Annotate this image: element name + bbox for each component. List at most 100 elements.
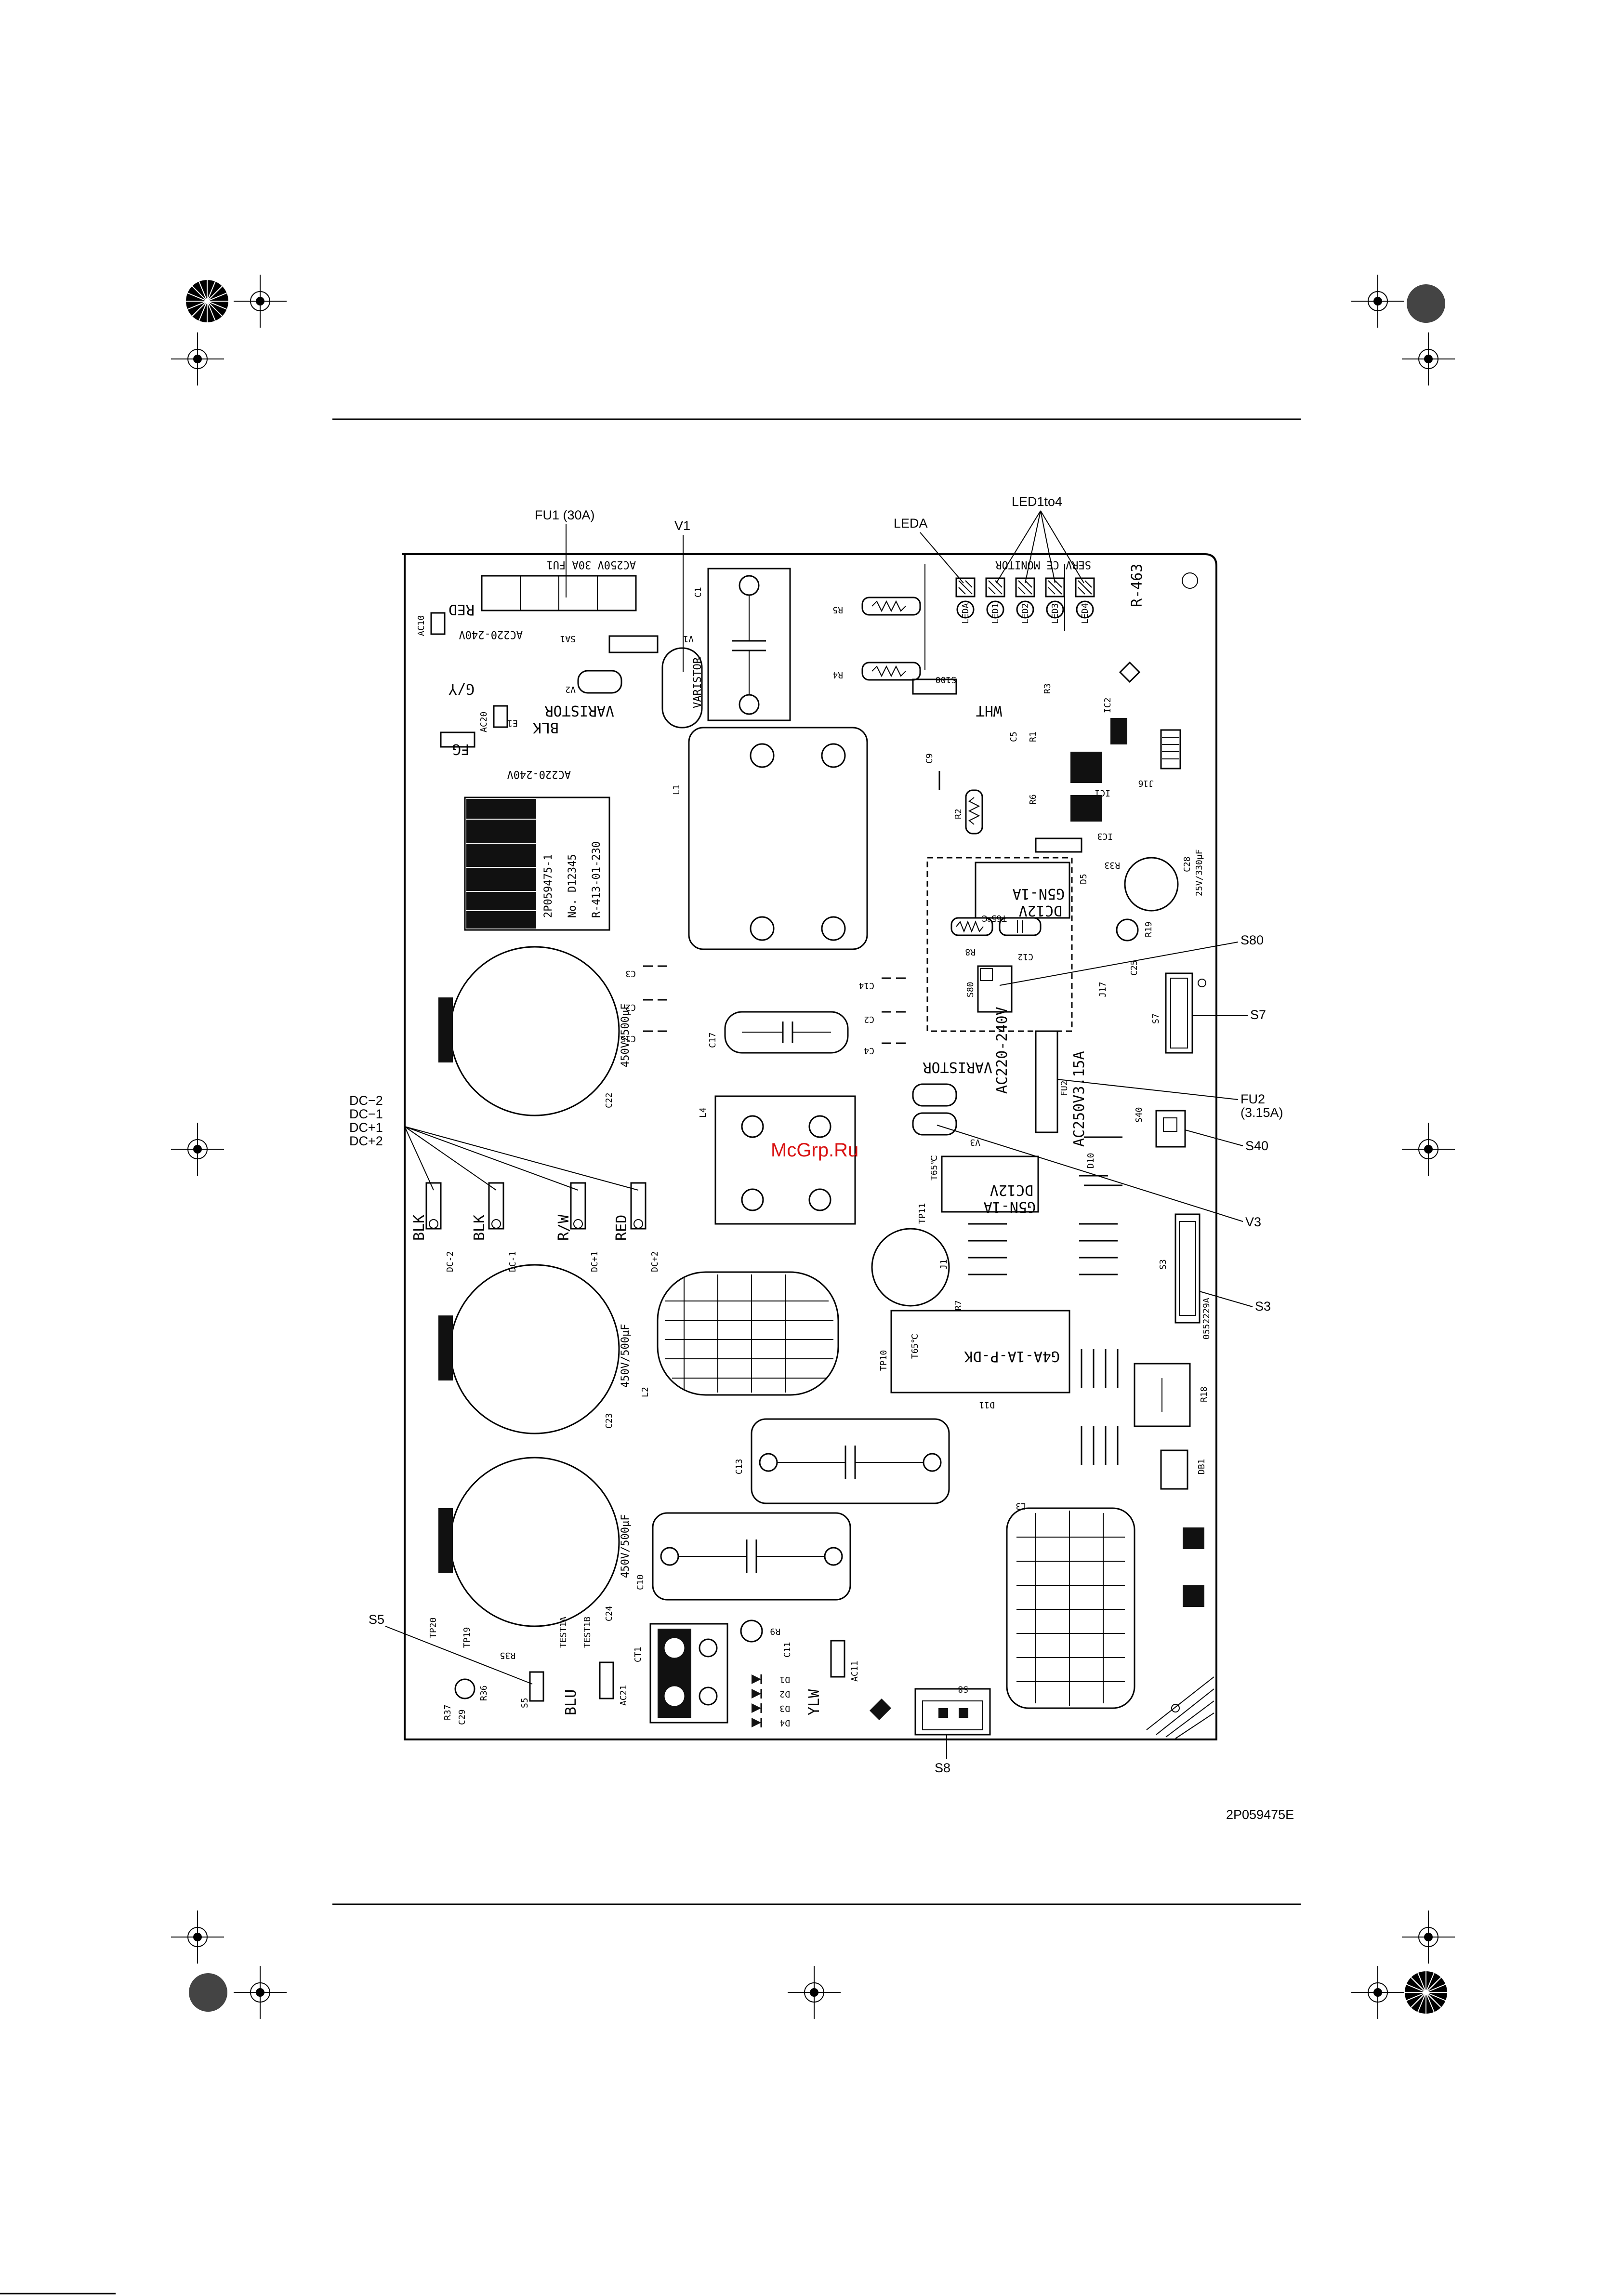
callout-s3: S3 [1255, 1299, 1271, 1314]
s3-part-label: S3 [1158, 1259, 1168, 1270]
r5-label: R5 [832, 605, 843, 615]
callout-s5: S5 [369, 1612, 384, 1627]
led3-part-label: LED3 [1050, 603, 1060, 624]
fu2-part-label: FU2 [1059, 1080, 1069, 1096]
r18-resistor [1134, 1363, 1191, 1427]
s8-connector [914, 1688, 991, 1736]
v2-varistor [577, 670, 622, 694]
sunburst-mark-top-left [186, 280, 228, 322]
callout-s8: S8 [935, 1761, 950, 1775]
blk-dc2-label: BLK [411, 1215, 428, 1241]
db1-bridge [1160, 1449, 1188, 1490]
red-dc-label: RED [613, 1215, 630, 1241]
ac-input-text-2: AC220-240V [507, 768, 571, 780]
mounting-hole [1171, 1704, 1180, 1712]
fu2-rating-text: AC250V3.15A [1071, 1051, 1088, 1147]
r2-label: R2 [953, 809, 963, 819]
s100-connector [912, 678, 957, 695]
relay1-voltage: DC12V [1019, 902, 1062, 919]
t65-label-3: T65℃ [910, 1333, 920, 1359]
shield-mark [870, 1699, 891, 1720]
ac-input-text: AC220-240V [459, 628, 523, 640]
callout-s40: S40 [1245, 1139, 1268, 1153]
blk-dc1-label: BLK [471, 1215, 488, 1241]
callout-v1: V1 [674, 518, 690, 533]
ic3-label: IC3 [1097, 831, 1113, 841]
varistor-label-1: VARISTOR [544, 702, 614, 719]
l2-label: L2 [640, 1387, 650, 1397]
c4-label: C4 [864, 1046, 874, 1056]
ic2-label: IC2 [1103, 697, 1113, 713]
crosshair-mark [234, 1966, 287, 2019]
r7-label: R7 [953, 1300, 963, 1311]
v1-part-label: V1 [683, 634, 694, 644]
ct1-label: CT1 [633, 1646, 643, 1662]
d1-label: D1 [779, 1674, 790, 1685]
sa1-label: SA1 [560, 634, 576, 644]
c13-capacitor [751, 1418, 950, 1504]
relay2-type: G5N-1A [984, 1198, 1036, 1215]
led3-led [1045, 577, 1065, 619]
s40-part-label: S40 [1134, 1107, 1144, 1123]
test1a-label: TEST1A [558, 1617, 568, 1648]
s40-connector [1155, 1110, 1186, 1148]
red-wire-label: RED [449, 601, 475, 618]
watermark: McGrp.Ru [771, 1140, 858, 1161]
blk-wire-label: BLK [533, 719, 559, 736]
leda-led [955, 577, 976, 619]
tp19-label: TP19 [462, 1627, 472, 1648]
c22-label: C22 [604, 1092, 614, 1108]
ac11-terminal [830, 1640, 845, 1678]
s7-pin-mark [1198, 979, 1206, 987]
relay1: G5N-1A DC12V T65℃ [975, 862, 1070, 923]
dc-terminals [425, 1182, 647, 1230]
c17-label: C17 [708, 1032, 718, 1048]
jumper-rows [968, 1136, 1122, 1275]
relay1-type: G5N-1A [1013, 885, 1065, 902]
e1-label: E1 [507, 718, 518, 728]
callout-leda: LEDA [894, 516, 928, 531]
pad-square [1183, 1527, 1204, 1549]
r36-label: R36 [479, 1685, 489, 1701]
c12-label: C12 [1017, 952, 1033, 962]
ac20-terminal [493, 705, 508, 728]
d5-label: D5 [1079, 874, 1089, 884]
leda-part-label: LEDA [961, 603, 971, 624]
e1-terminal [440, 731, 475, 748]
figure-code: 2P059475E [1226, 1807, 1294, 1822]
pin-header [1160, 729, 1181, 770]
s5-connector [529, 1671, 544, 1702]
c25-label: C25 [1129, 960, 1139, 976]
registration-marks [171, 275, 1455, 2019]
r4-label: R4 [832, 670, 843, 680]
ac10-terminal [430, 612, 446, 635]
j16-resistor-array [1035, 837, 1082, 853]
c23-label: C23 [604, 1413, 614, 1429]
c11-label: C11 [782, 1642, 792, 1658]
fu1-fuse-block: AC250V 30A FU1 [481, 558, 637, 611]
crosshair-mark [1402, 1123, 1455, 1176]
blu-wire-label: BLU [563, 1689, 580, 1715]
r9-label: R9 [770, 1626, 780, 1636]
led2-part-label: LED2 [1020, 603, 1030, 624]
s7-part-label: S7 [1151, 1013, 1161, 1024]
t65-label-2: T65℃ [929, 1155, 939, 1181]
callout-dc-minus1: DC−1 [349, 1107, 383, 1121]
l1-label: L1 [672, 784, 682, 795]
fu2-fuse [1035, 1030, 1058, 1133]
c28-rating: 25V/330μF [1194, 849, 1204, 896]
callout-dc-plus2: DC+2 [349, 1134, 383, 1148]
v3-part-label: V3 [970, 1137, 980, 1147]
monitor-header-text: SERV CE MONITOR [995, 558, 1091, 571]
mounting-hole [1182, 572, 1198, 589]
c9-label: C9 [924, 753, 935, 764]
l2-inductor [657, 1271, 839, 1396]
small-cap-column [643, 965, 906, 1044]
crosshair-mark [788, 1966, 841, 2019]
d10-label: D10 [1086, 1153, 1096, 1168]
c1-label: C1 [693, 587, 703, 597]
refrigerant-label: R-463 [1129, 564, 1146, 607]
r7-thermistor [871, 1228, 950, 1307]
relay3: G4A-1A-P-DK T65℃ [890, 1310, 1070, 1394]
